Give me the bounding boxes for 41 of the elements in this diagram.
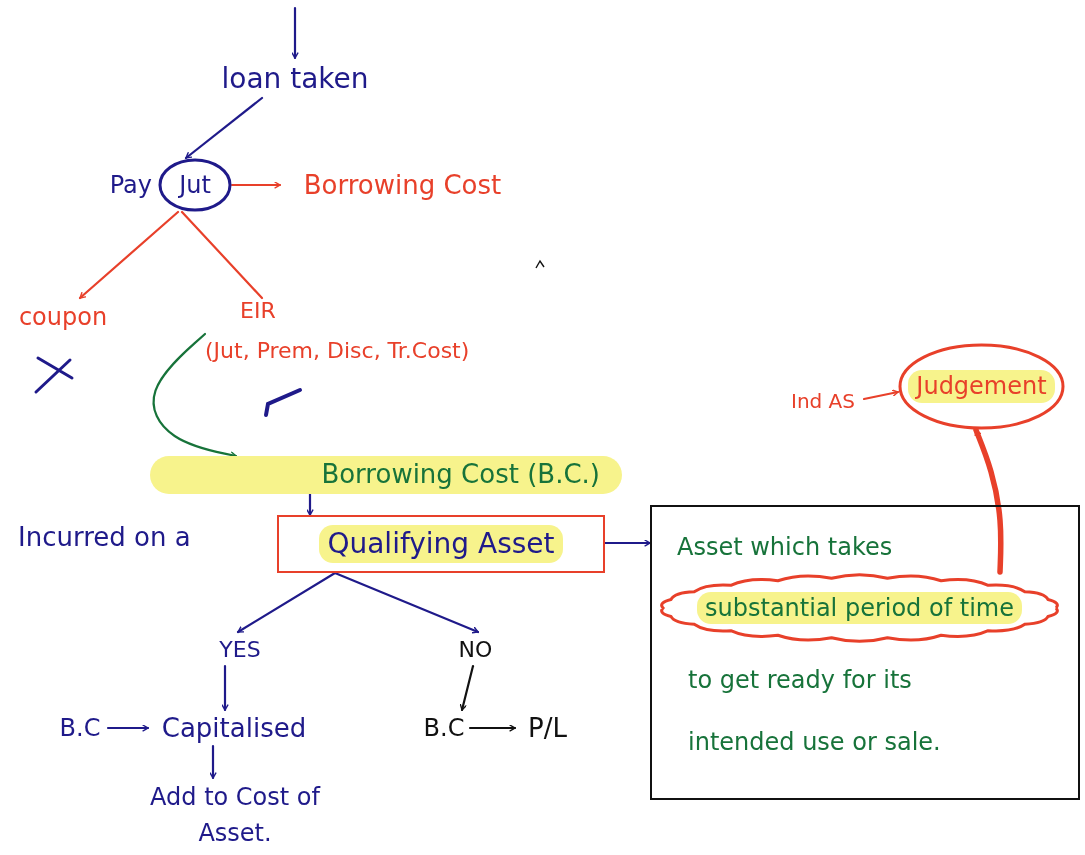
arrow — [236, 571, 337, 634]
note-text: NO — [448, 632, 503, 666]
note-text: coupon — [8, 298, 118, 336]
note-text: B.C — [418, 710, 470, 746]
note-text: P/L — [515, 710, 580, 746]
note-text: YES — [210, 632, 270, 666]
highlight-band — [150, 456, 622, 494]
arrow — [291, 6, 299, 60]
note-text: Capitalised — [148, 710, 320, 746]
arrow — [230, 181, 282, 189]
arrow — [209, 744, 217, 780]
outlined-box — [277, 515, 605, 573]
note-text: to get ready for its intended use or sale. — [688, 665, 942, 758]
arrow — [862, 389, 900, 401]
arrow — [603, 539, 652, 547]
note-text: B.C — [52, 710, 108, 746]
note-text: Borrowing Cost (B.C.) — [321, 459, 600, 491]
arrow — [78, 210, 180, 300]
note-text: Pay — [109, 171, 152, 199]
note-text: Judgement — [908, 370, 1055, 403]
note-text: (Jut, Prem, Disc, Tr.Cost) — [205, 338, 471, 365]
arrow — [306, 492, 314, 517]
note-text: Jut — [179, 170, 211, 200]
note-box — [650, 505, 1080, 800]
arrow — [184, 96, 264, 160]
arrow — [973, 427, 1004, 575]
arrow — [152, 332, 238, 459]
note-text: Add to Cost of Asset. — [110, 778, 360, 852]
note-text: Ind AS — [782, 384, 864, 418]
note-text: Qualifying Asset — [319, 525, 563, 563]
note-text: substantial period of time — [697, 591, 1022, 625]
note-text: Asset which takes — [677, 532, 894, 563]
note-text: Borrowing Cost — [280, 165, 525, 205]
arrow — [468, 724, 517, 732]
note-text: Incurred on a — [18, 522, 191, 552]
arrow — [221, 664, 229, 712]
arrow — [333, 571, 480, 634]
arrow — [459, 664, 475, 712]
arrow — [106, 724, 150, 732]
note-text: loan taken — [200, 58, 390, 98]
note-text: EIR — [240, 298, 276, 325]
